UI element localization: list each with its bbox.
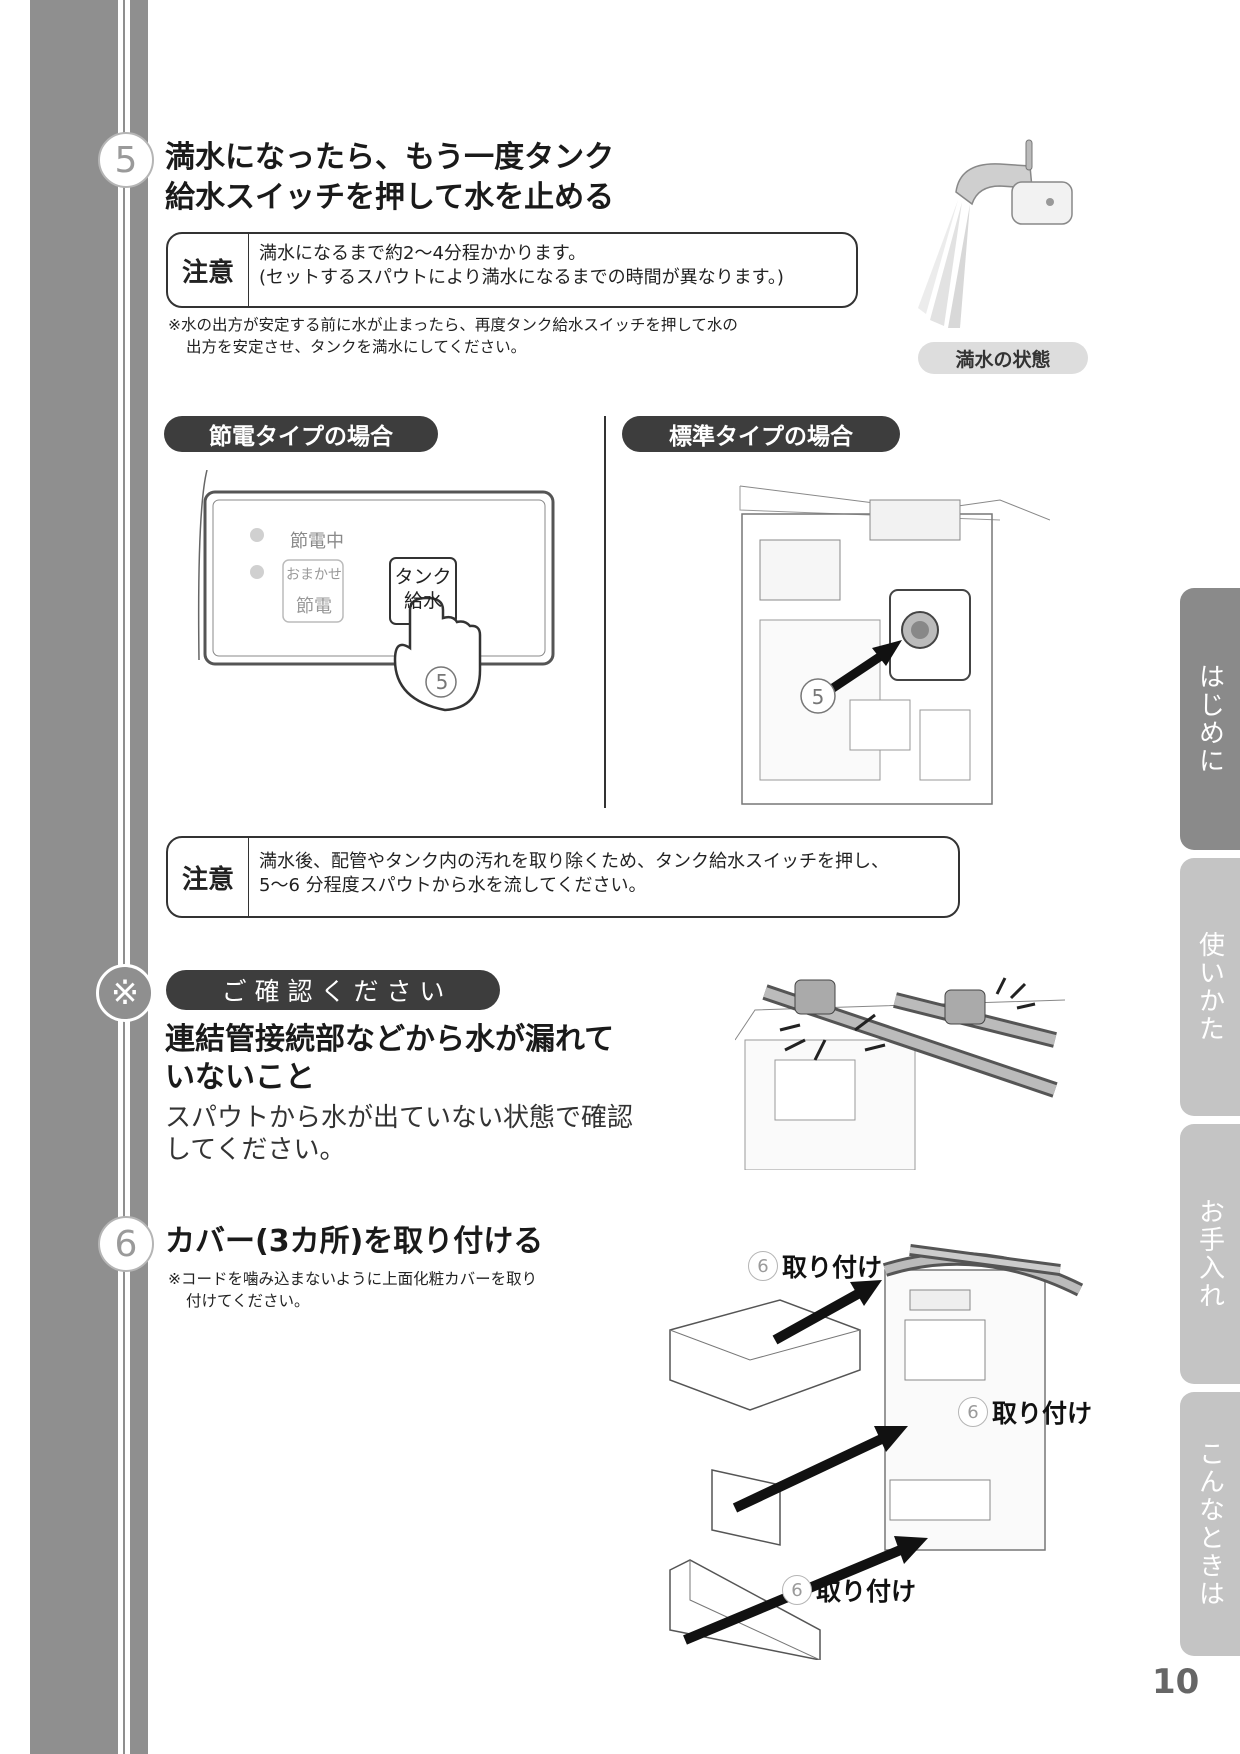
install-label-top-mark: 6	[748, 1251, 778, 1281]
caution-label: 注意	[168, 234, 249, 306]
step-6-number: 6	[98, 1216, 154, 1272]
caution-box-2: 注意 満水後、配管やタンク内の汚れを取り除くため、タンク給水スイッチを押し、 5…	[166, 836, 960, 918]
tab-hajimeni[interactable]: はじめに	[1180, 588, 1240, 850]
install-label-middle: 6 取り付け	[958, 1394, 1092, 1430]
confirm-heading: ご 確 認 く だ さ い	[166, 970, 500, 1010]
pipe-connection-illustration	[735, 977, 1065, 1170]
timeline-line	[123, 0, 125, 1754]
panel-step-mark: 5	[435, 670, 449, 694]
caution-1-line2: (セットするスパウトにより満水になるまでの時間が異なります。)	[259, 267, 784, 288]
caution-1-line1: 満水になるまで約2〜4分程かかります。	[259, 243, 587, 264]
caution-2-line1: 満水後、配管やタンク内の汚れを取り除くため、タンク給水スイッチを押し、	[259, 851, 889, 872]
install-label-middle-text: 取り付け	[992, 1399, 1093, 1428]
standard-type-heading: 標準タイプの場合	[622, 416, 900, 452]
pointing-hand-icon	[393, 596, 482, 712]
faucet-caption: 満水の状態	[918, 342, 1088, 374]
install-label-bottom-text: 取り付け	[816, 1577, 917, 1606]
step-5-number: 5	[98, 132, 154, 188]
faucet-illustration	[918, 139, 1073, 328]
caution-2-label: 注意	[168, 838, 249, 916]
caution-box-1: 注意 満水になるまで約2〜4分程かかります。 (セットするスパウトにより満水にな…	[166, 232, 858, 308]
indicator-lamp-2-icon	[250, 565, 264, 579]
tab-konnatokiha-label: こんなときは	[1194, 1440, 1225, 1608]
confirm-body-line1: スパウトから水が出ていない状態で確認	[165, 1103, 634, 1133]
install-label-middle-mark: 6	[958, 1397, 988, 1427]
setsuden-type-heading: 節電タイプの場合	[164, 416, 438, 452]
step-5-title-line1: 満水になったら、もう一度タンク	[165, 140, 615, 175]
page-number: 10	[1152, 1662, 1200, 1702]
omakase-label-line1: おまかせ	[286, 567, 342, 583]
omakase-button-outline	[282, 559, 344, 623]
caution-2-line2: 5〜6 分程度スパウトから水を流してください。	[259, 875, 647, 896]
tank-button-line1: タンク	[394, 566, 452, 588]
tab-konnatokiha[interactable]: こんなときは	[1180, 1392, 1240, 1656]
step-6-note-line2: 付けてください。	[186, 1292, 310, 1310]
confirm-symbol: ※	[96, 964, 154, 1022]
step-5-note-line2: 出方を安定させ、タンクを満水にしてください。	[186, 338, 527, 356]
control-panel-illustration	[197, 470, 555, 712]
step-6-note-line1: ※コードを噛み込まないように上面化粧カバーを取り	[168, 1270, 538, 1288]
install-label-top-text: 取り付け	[782, 1253, 883, 1282]
tab-tsukaikata-label: 使いかた	[1194, 931, 1225, 1043]
indicator-lamp-icon	[250, 528, 264, 542]
water-spray-icon	[918, 200, 970, 328]
step-5-note-line1: ※水の出方が安定する前に水が止まったら、再度タンク給水スイッチを押して水の	[168, 316, 738, 334]
confirm-body-line2: してください。	[165, 1135, 346, 1165]
tab-tsukaikata[interactable]: 使いかた	[1180, 858, 1240, 1116]
confirm-title-line1: 連結管接続部などから水が漏れて	[165, 1022, 615, 1057]
step-6-title: カバー(3カ所)を取り付ける	[165, 1224, 544, 1259]
install-label-bottom: 6 取り付け	[782, 1572, 916, 1608]
tab-hajimeni-label: はじめに	[1194, 663, 1225, 775]
step-5-title-line2: 給水スイッチを押して水を止める	[165, 180, 615, 215]
tab-oteire[interactable]: お手入れ	[1180, 1124, 1240, 1384]
panel-indicator-label: 節電中	[290, 531, 344, 552]
omakase-label-line2: 節電	[296, 596, 332, 617]
section-divider	[604, 416, 606, 808]
tank-unit-illustration: 5	[739, 485, 1050, 805]
leak-check-marks-icon	[779, 977, 1036, 1061]
install-label-bottom-mark: 6	[782, 1575, 812, 1605]
arrow-icon	[872, 640, 902, 666]
install-label-top: 6 取り付け	[748, 1248, 882, 1284]
binding-strip	[30, 0, 148, 1754]
tank-button-line2: 給水	[403, 590, 442, 612]
svg-text:5: 5	[812, 685, 825, 709]
tab-oteire-label: お手入れ	[1194, 1198, 1225, 1310]
confirm-title-line2: いないこと	[165, 1060, 315, 1095]
